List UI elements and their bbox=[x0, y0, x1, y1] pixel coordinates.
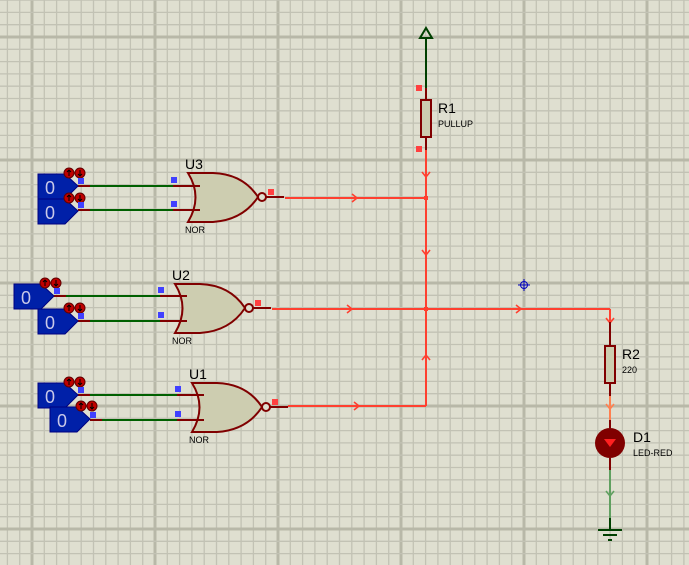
toggle-down-icon[interactable] bbox=[74, 167, 86, 179]
toggle-up-icon[interactable] bbox=[63, 302, 75, 314]
pin-marker bbox=[54, 288, 60, 294]
ground-terminal[interactable] bbox=[598, 518, 622, 541]
r1-ref-label: R1 bbox=[438, 100, 456, 116]
logic-state-value: 0 bbox=[45, 203, 55, 223]
resistor-r1[interactable]: R1 PULLUP bbox=[416, 85, 473, 152]
gate-type-label: NOR bbox=[189, 435, 210, 445]
nor-gate-body bbox=[186, 172, 260, 223]
wire-r2-led[interactable] bbox=[605, 396, 615, 428]
wires[interactable] bbox=[272, 150, 611, 407]
pin-marker bbox=[272, 399, 278, 405]
wire-led-ground[interactable] bbox=[605, 458, 615, 518]
toggle-up-icon[interactable] bbox=[63, 376, 75, 388]
toggle-up-icon[interactable] bbox=[39, 277, 51, 289]
led-d1[interactable]: D1 LED-RED bbox=[595, 428, 673, 458]
resistor-r2[interactable]: R2 220 bbox=[604, 322, 640, 396]
gate-type-label: NOR bbox=[172, 336, 193, 346]
junction-dots bbox=[424, 196, 428, 311]
cursor-crosshair-icon bbox=[518, 279, 530, 291]
gate-ref-label: U2 bbox=[172, 267, 190, 283]
gate-type-label: NOR bbox=[185, 225, 206, 235]
logic-state-toggle[interactable]: 0 bbox=[49, 406, 91, 433]
pin-marker bbox=[158, 287, 164, 293]
r1-value-label: PULLUP bbox=[438, 119, 473, 129]
r2-value-label: 220 bbox=[622, 365, 637, 375]
r2-ref-label: R2 bbox=[622, 346, 640, 362]
d1-ref-label: D1 bbox=[633, 429, 651, 445]
nor-gate-body bbox=[173, 283, 247, 334]
inverter-bubble bbox=[244, 303, 254, 313]
toggle-down-icon[interactable] bbox=[74, 192, 86, 204]
gate-ref-label: U1 bbox=[189, 366, 207, 382]
pin-marker bbox=[78, 202, 84, 208]
pin-marker bbox=[175, 386, 181, 392]
logic-state-value: 0 bbox=[21, 288, 31, 308]
logic-state-toggle[interactable]: 0 bbox=[37, 198, 79, 225]
pin-marker bbox=[416, 85, 422, 91]
logic-state-toggle[interactable]: 0 bbox=[13, 283, 55, 310]
pin-marker bbox=[416, 146, 422, 152]
d1-value-label: LED-RED bbox=[633, 448, 673, 458]
pin-marker bbox=[90, 412, 96, 418]
toggle-up-icon[interactable] bbox=[63, 167, 75, 179]
logic-state-toggle[interactable]: 0 bbox=[37, 308, 79, 335]
gate-ref-label: U3 bbox=[185, 156, 203, 172]
pin-marker bbox=[78, 313, 84, 319]
pin-marker bbox=[171, 201, 177, 207]
nor-gate-body bbox=[190, 382, 264, 433]
pin-marker bbox=[268, 189, 274, 195]
pin-marker bbox=[255, 300, 261, 306]
power-terminal[interactable] bbox=[418, 26, 434, 88]
logic-state-value: 0 bbox=[45, 387, 55, 407]
toggle-down-icon[interactable] bbox=[86, 400, 98, 412]
pin-marker bbox=[78, 387, 84, 393]
led-diode-icon bbox=[604, 439, 616, 447]
logic-state-value: 0 bbox=[57, 411, 67, 431]
logic-state-toggle[interactable]: 0 bbox=[37, 382, 79, 409]
pin-marker bbox=[171, 177, 177, 183]
toggle-up-icon[interactable] bbox=[63, 192, 75, 204]
toggle-down-icon[interactable] bbox=[50, 277, 62, 289]
toggle-down-icon[interactable] bbox=[74, 376, 86, 388]
wire-direction-arrows bbox=[346, 171, 615, 411]
pin-marker bbox=[175, 411, 181, 417]
inverter-bubble bbox=[261, 402, 271, 412]
logic-state-value: 0 bbox=[45, 313, 55, 333]
pin-marker bbox=[78, 178, 84, 184]
toggle-down-icon[interactable] bbox=[74, 302, 86, 314]
inverter-bubble bbox=[257, 192, 267, 202]
toggle-up-icon[interactable] bbox=[75, 400, 87, 412]
pin-marker bbox=[158, 312, 164, 318]
logic-state-value: 0 bbox=[45, 178, 55, 198]
